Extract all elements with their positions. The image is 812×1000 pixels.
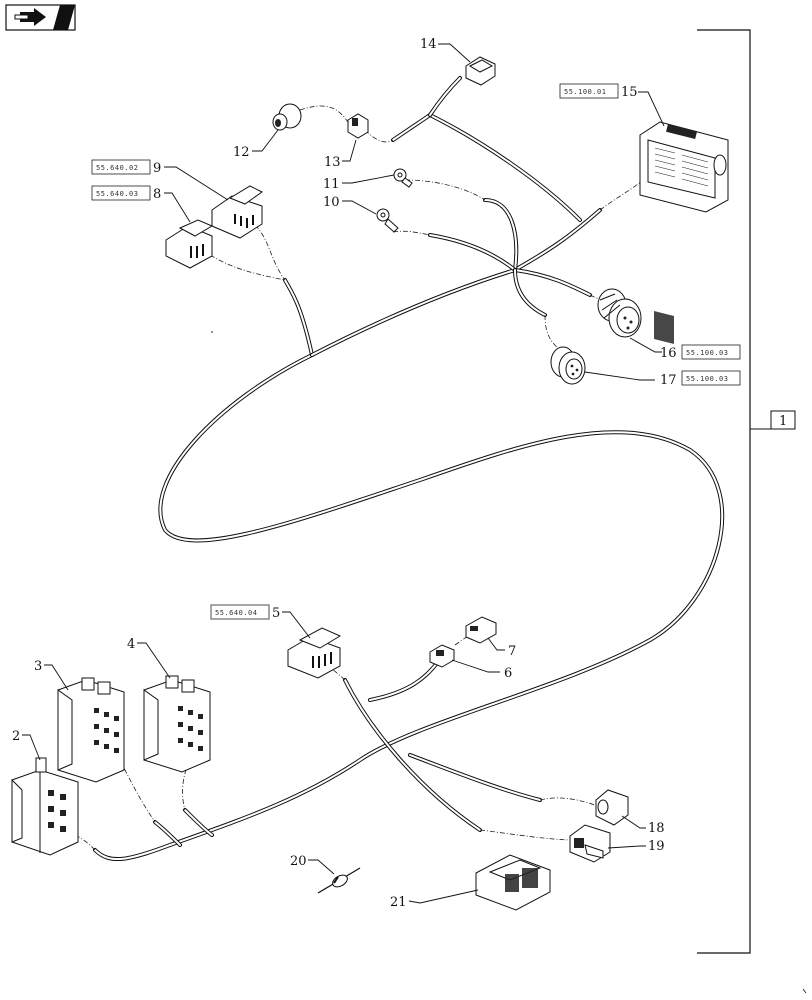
svg-text:17: 17 bbox=[660, 373, 677, 388]
relay-block-3 bbox=[57, 677, 125, 783]
assembly-bracket: 1 bbox=[697, 29, 796, 954]
callout-21: 21 bbox=[390, 889, 479, 910]
connector-15 bbox=[639, 121, 729, 345]
svg-text:4: 4 bbox=[127, 637, 135, 652]
connector-6 bbox=[429, 644, 455, 668]
svg-text:14: 14 bbox=[420, 37, 437, 52]
next-page-arrow-icon bbox=[14, 8, 46, 26]
svg-text:55.100.03: 55.100.03 bbox=[686, 349, 728, 357]
stray-dot bbox=[211, 331, 213, 333]
callout-14: 14 bbox=[420, 37, 471, 63]
callout-10: 10 bbox=[323, 195, 377, 215]
svg-text:13: 13 bbox=[324, 155, 341, 170]
svg-text:55.640.04: 55.640.04 bbox=[215, 609, 257, 617]
svg-text:18: 18 bbox=[648, 821, 665, 836]
connector-16 bbox=[597, 288, 642, 338]
callout-7: 7 bbox=[487, 637, 516, 659]
relay-block-2 bbox=[11, 757, 79, 856]
svg-text:15: 15 bbox=[621, 85, 638, 100]
connector-12 bbox=[272, 103, 302, 131]
connector-18 bbox=[595, 789, 629, 826]
svg-text:55.100.01: 55.100.01 bbox=[564, 88, 606, 96]
svg-text:55.640.03: 55.640.03 bbox=[96, 190, 138, 198]
terminal-11 bbox=[393, 168, 413, 188]
callout-4: 4 bbox=[127, 637, 171, 679]
callout-6: 6 bbox=[451, 659, 512, 681]
callout-16: 16 55.100.03 bbox=[629, 337, 741, 361]
callout-5: 55.640.04 5 bbox=[210, 604, 311, 639]
svg-text:19: 19 bbox=[648, 839, 665, 854]
svg-text:11: 11 bbox=[323, 177, 340, 192]
svg-text:12: 12 bbox=[233, 145, 250, 160]
connector-17 bbox=[550, 346, 586, 385]
svg-text:3: 3 bbox=[34, 659, 42, 674]
callout-11: 11 bbox=[323, 174, 395, 192]
assembly-label: 1 bbox=[779, 414, 787, 429]
stray-mark bbox=[802, 988, 807, 994]
connector-5 bbox=[287, 627, 342, 679]
connector-7 bbox=[465, 616, 497, 644]
diode-20 bbox=[317, 867, 361, 894]
svg-text:8: 8 bbox=[153, 187, 161, 202]
connector-19 bbox=[569, 824, 611, 863]
svg-text:55.640.02: 55.640.02 bbox=[96, 164, 138, 172]
callout-15: 55.100.01 15 bbox=[559, 83, 665, 127]
callout-9: 55.640.02 9 bbox=[91, 159, 229, 201]
next-page-button[interactable] bbox=[5, 4, 76, 31]
terminal-10 bbox=[376, 208, 399, 233]
callout-17: 17 55.100.03 bbox=[584, 370, 741, 388]
callout-19: 19 bbox=[607, 839, 665, 854]
callout-12: 12 bbox=[233, 129, 279, 160]
callout-3: 3 bbox=[34, 659, 69, 691]
relay-block-4 bbox=[143, 675, 211, 773]
svg-text:10: 10 bbox=[323, 195, 340, 210]
callout-18: 18 bbox=[621, 815, 665, 836]
harness-wires bbox=[93, 76, 725, 862]
svg-text:6: 6 bbox=[504, 666, 512, 681]
connector-8 bbox=[165, 219, 214, 269]
callout-8: 55.640.03 8 bbox=[91, 185, 191, 223]
connector-14 bbox=[465, 56, 496, 86]
svg-text:20: 20 bbox=[290, 854, 307, 869]
svg-text:5: 5 bbox=[272, 606, 280, 621]
svg-text:7: 7 bbox=[508, 644, 516, 659]
connector-9 bbox=[211, 185, 263, 239]
connector-13 bbox=[347, 113, 369, 139]
svg-text:2: 2 bbox=[12, 729, 20, 744]
svg-text:21: 21 bbox=[390, 895, 407, 910]
svg-text:16: 16 bbox=[660, 346, 677, 361]
callout-20: 20 bbox=[290, 854, 335, 875]
svg-text:9: 9 bbox=[153, 161, 161, 176]
callout-2: 2 bbox=[12, 729, 41, 761]
svg-text:55.100.03: 55.100.03 bbox=[686, 375, 728, 383]
callout-13: 13 bbox=[324, 139, 357, 170]
connector-21 bbox=[475, 854, 551, 911]
